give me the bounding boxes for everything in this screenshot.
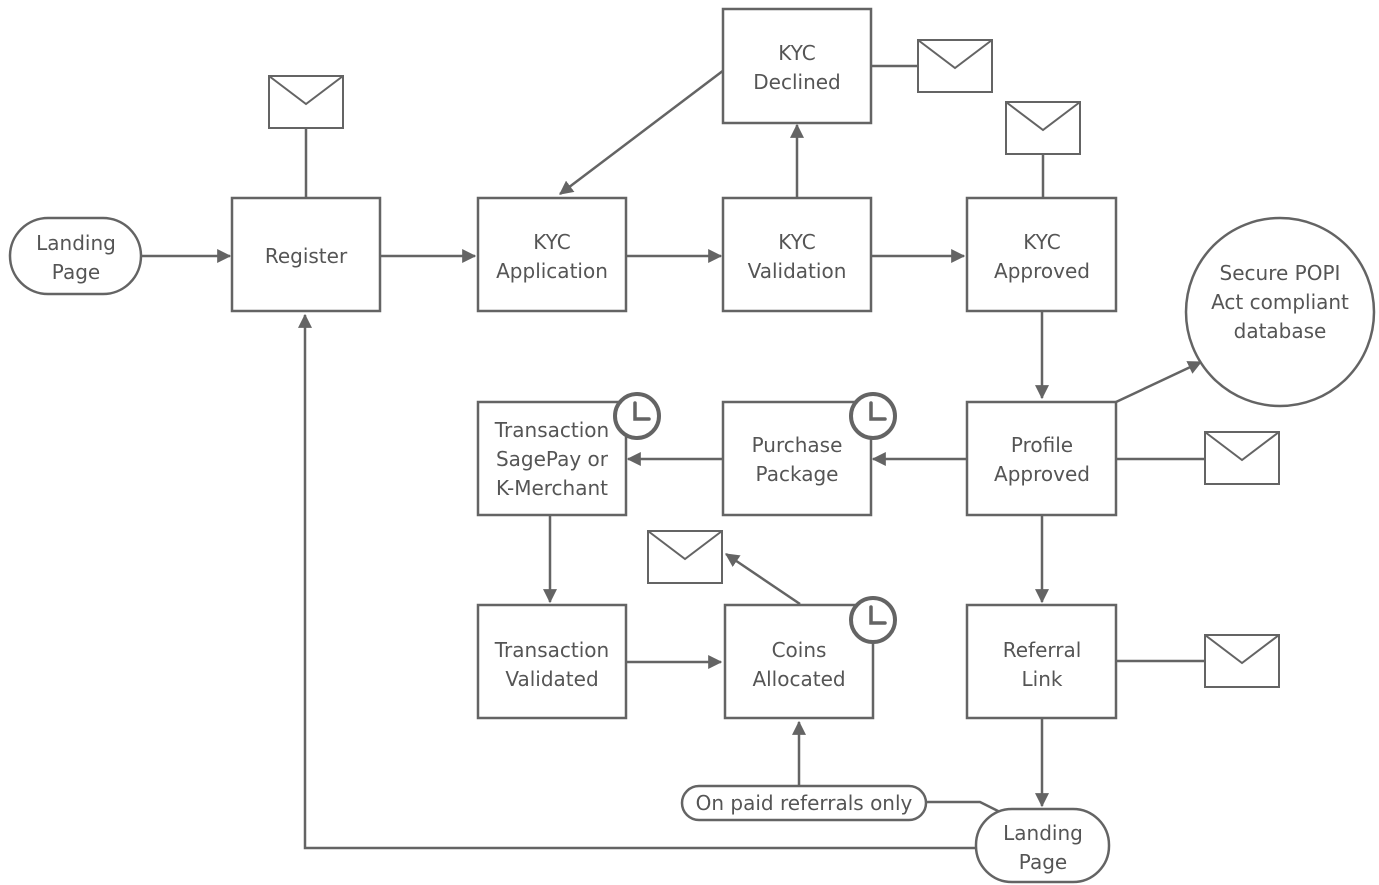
coins-allocated-node: Coins Allocated — [723, 603, 875, 720]
envelope-icon — [647, 530, 723, 584]
coins-allocated-label-line1: Coins — [772, 638, 827, 662]
profile-approved-label-line2: Approved — [994, 462, 1090, 486]
secure-db-label-line1: Secure POPI — [1220, 261, 1341, 285]
referral-link-node: Referral Link — [965, 603, 1118, 720]
referral-link-label-line1: Referral — [1003, 638, 1082, 662]
secure-db-label-line2: Act compliant — [1211, 290, 1349, 314]
transaction-sagepay-label-line2: SagePay or — [496, 447, 609, 471]
edge-profile-to-database — [1115, 360, 1203, 404]
transaction-validated-node: Transaction Validated — [476, 603, 628, 720]
kyc-declined-node: KYC Declined — [721, 7, 873, 125]
kyc-validation-label-line1: KYC — [778, 230, 816, 254]
kyc-declined-label-line1: KYC — [778, 41, 816, 65]
envelope-icon — [268, 75, 344, 129]
landing-page-start: Landing Page — [8, 216, 143, 296]
transaction-sagepay-node: Transaction SagePay or K-Merchant — [476, 400, 628, 517]
register-node: Register — [230, 196, 382, 313]
edge-note-to-landing — [926, 800, 1001, 814]
envelope-icon — [1204, 431, 1280, 485]
landing-page-end: Landing Page — [974, 807, 1111, 884]
clock-icon — [613, 392, 661, 440]
clock-icon — [849, 392, 897, 440]
landing-end-label-line1: Landing — [1003, 821, 1083, 845]
kyc-application-label-line2: Application — [496, 259, 608, 283]
landing-start-label-line1: Landing — [36, 231, 116, 255]
coins-allocated-label-line2: Allocated — [752, 667, 845, 691]
envelope-icon — [917, 39, 993, 93]
transaction-validated-label-line1: Transaction — [494, 638, 609, 662]
referral-link-label-line2: Link — [1022, 667, 1063, 691]
transaction-sagepay-label-line1: Transaction — [494, 418, 609, 442]
paid-referrals-note: On paid referrals only — [680, 784, 928, 822]
kyc-application-node: KYC Application — [476, 196, 628, 313]
secure-database-node: Secure POPI Act compliant database — [1184, 216, 1376, 408]
kyc-approved-node: KYC Approved — [965, 196, 1118, 313]
purchase-package-label-line1: Purchase — [752, 433, 843, 457]
landing-start-label-line2: Page — [52, 260, 100, 284]
envelope-icon — [1005, 101, 1081, 155]
paid-referrals-note-label: On paid referrals only — [696, 791, 913, 815]
transaction-validated-label-line2: Validated — [505, 667, 598, 691]
envelope-icon — [1204, 634, 1280, 688]
purchase-package-node: Purchase Package — [721, 400, 873, 517]
landing-end-label-line2: Page — [1019, 850, 1067, 874]
edge-landing-end-to-register — [298, 313, 976, 850]
edge-coins-to-email — [725, 552, 801, 606]
purchase-package-label-line2: Package — [756, 462, 839, 486]
register-label: Register — [265, 244, 348, 268]
profile-approved-node: Profile Approved — [965, 400, 1118, 517]
transaction-sagepay-label-line3: K-Merchant — [496, 476, 608, 500]
kyc-validation-node: KYC Validation — [721, 196, 873, 313]
kyc-approved-label-line2: Approved — [994, 259, 1090, 283]
profile-approved-label-line1: Profile — [1011, 433, 1073, 457]
kyc-application-label-line1: KYC — [533, 230, 571, 254]
kyc-validation-label-line2: Validation — [748, 259, 847, 283]
kyc-approved-label-line1: KYC — [1023, 230, 1061, 254]
edge-kyc-declined-to-application — [559, 69, 725, 195]
connectors — [142, 64, 1205, 850]
clock-icon — [849, 596, 897, 644]
kyc-declined-label-line2: Declined — [753, 70, 841, 94]
secure-db-label-line3: database — [1234, 319, 1327, 343]
